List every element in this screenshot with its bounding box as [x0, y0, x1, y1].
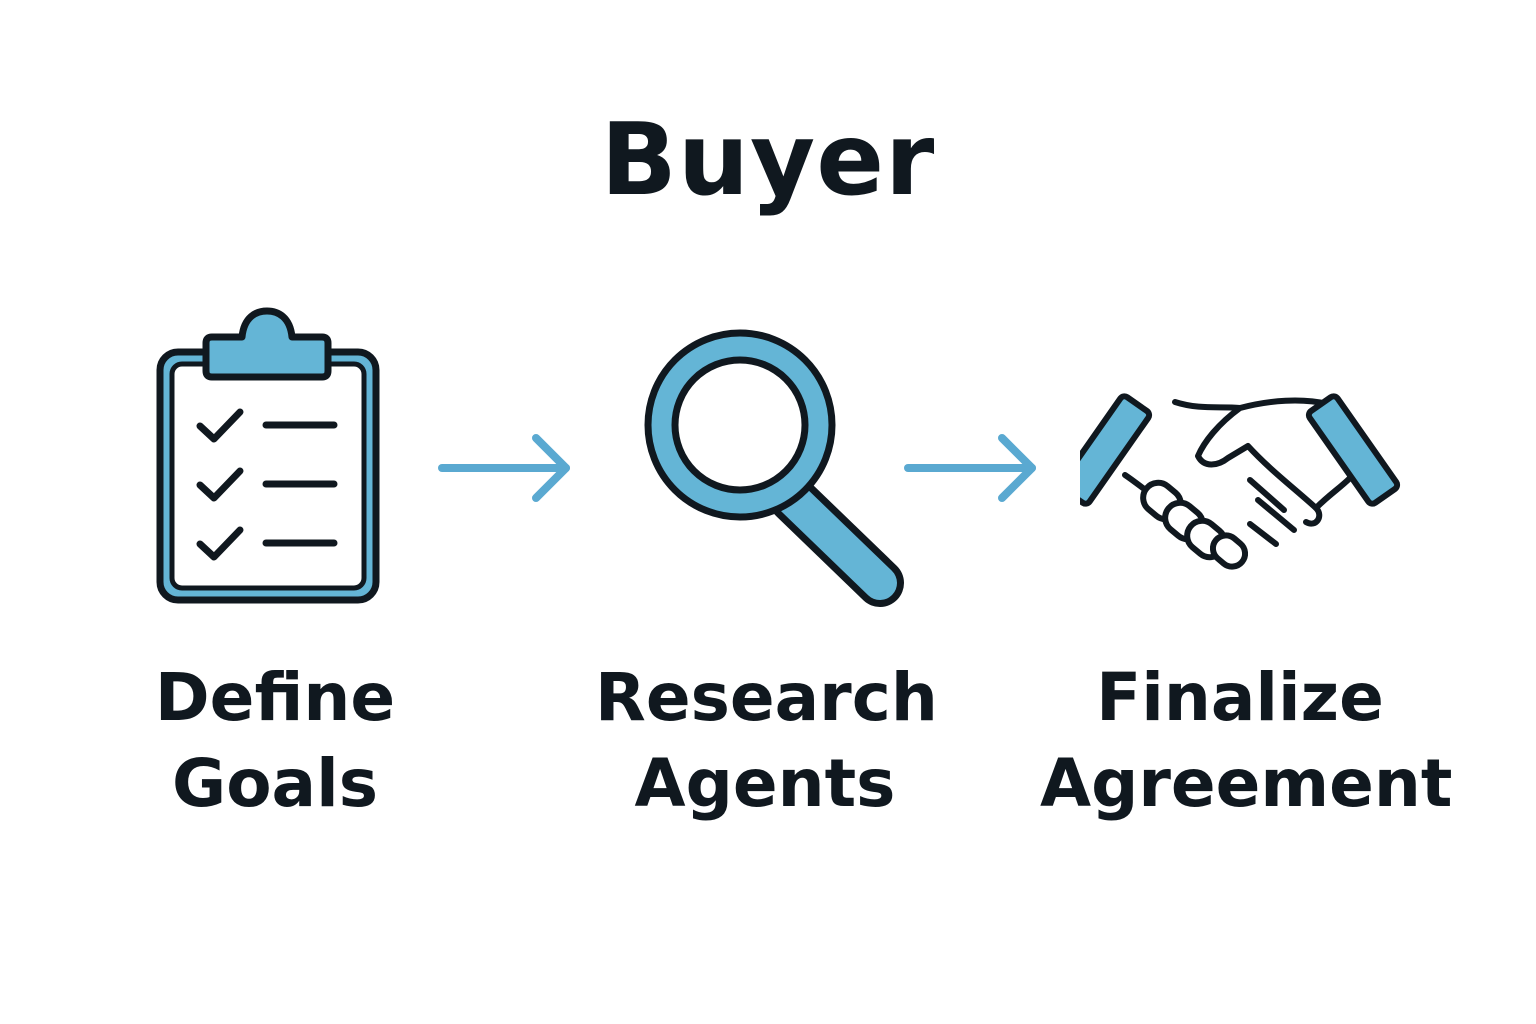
step-label-define-goals: Define Goals [120, 655, 430, 827]
step-label-research-agents: Research Agents [595, 655, 938, 827]
arrow-right-icon [904, 434, 1036, 502]
clipboard-checklist-icon [156, 307, 380, 604]
step-label-line: Define [154, 659, 396, 736]
step-label-line: Research [595, 659, 938, 736]
step-label-line: Goals [172, 745, 378, 822]
step-label-line: Agents [634, 745, 896, 822]
step-label-finalize-agreement: Finalize Agreement [1040, 655, 1453, 827]
arrow-right-icon [438, 434, 570, 502]
step-label-line: Finalize [1096, 659, 1384, 736]
diagram-title: Buyer [600, 101, 936, 218]
magnifying-glass-icon [644, 329, 904, 607]
handshake-icon [1080, 393, 1401, 570]
step-label-line: Agreement [1040, 745, 1453, 822]
